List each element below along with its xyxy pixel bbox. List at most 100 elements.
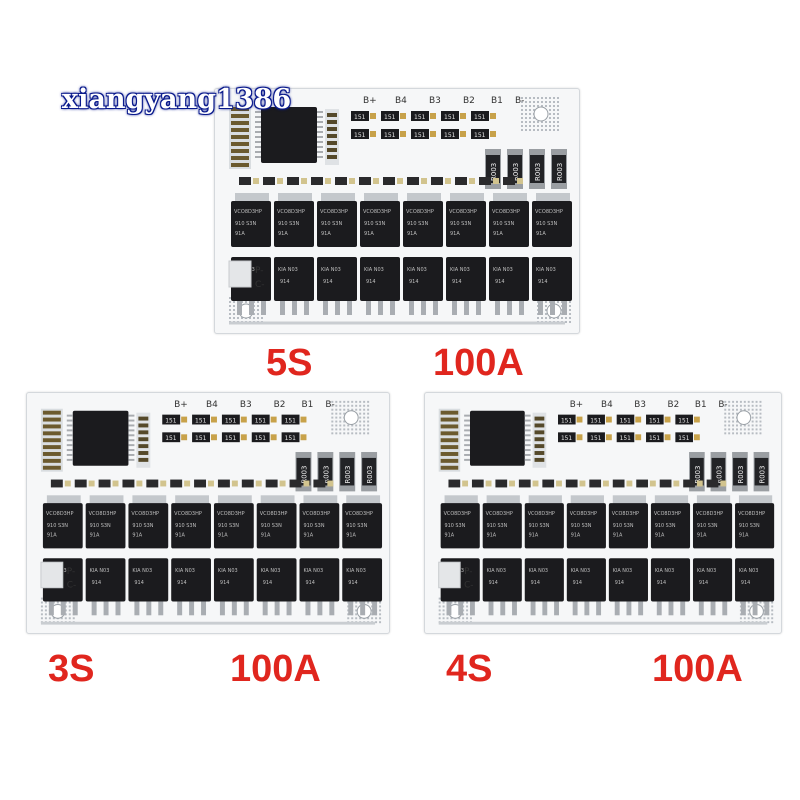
mosfet-lead: [347, 301, 352, 315]
smd-resistor: [231, 107, 249, 111]
terminal-label-b1: B1: [695, 400, 707, 410]
smd-resistor: [138, 437, 149, 442]
mosfet-marking: KIA N03: [536, 267, 556, 273]
mosfet-marking: 910 S3N: [132, 523, 153, 529]
mosfet-lead: [433, 301, 438, 315]
mosfet-marking: KIA N03: [697, 568, 716, 574]
mosfet-marking: 914: [134, 580, 143, 586]
ic-pin: [128, 419, 135, 422]
smd-pad: [240, 416, 247, 423]
mosfet-lead: [562, 301, 567, 315]
mosfet-marking: VCO8D3HP: [492, 209, 520, 215]
output-label-c-minus: C-: [464, 581, 473, 591]
smd-capacitor: [646, 414, 664, 425]
smd-pad: [696, 480, 703, 487]
smd-capacitor: [441, 129, 459, 139]
smd-pad: [253, 178, 259, 184]
mosfet-marking: VCO8D3HP: [302, 511, 330, 517]
mosfet-marking: VCO8D3HP: [174, 511, 202, 517]
smd-pad: [576, 434, 583, 441]
mosfet-lead: [458, 601, 464, 616]
shunt-marking: R003: [490, 163, 498, 181]
mosfet-bottom: [692, 558, 733, 602]
mosfet-lead: [158, 601, 164, 616]
mosfet-marking: 914: [573, 580, 582, 586]
mosfet-lead: [614, 601, 620, 616]
mosfet-marking: 910 S3N: [655, 523, 676, 529]
terminal-label-bplus: B+: [570, 400, 583, 410]
mosfet-tab: [346, 495, 381, 506]
mosfet-top: [692, 503, 733, 549]
mosfet-marking: 91A: [90, 533, 100, 539]
mosfet-marking: 914: [348, 580, 357, 586]
smd-capacitor: [221, 414, 240, 425]
mosfet-marking: VCO8D3HP: [444, 511, 471, 517]
smd-diode: [287, 177, 299, 185]
mosfet-tab: [444, 495, 478, 506]
mosfet-bottom: [735, 558, 775, 602]
mosfet-lead: [274, 601, 280, 616]
smd-resistor: [534, 444, 545, 449]
smd-diode: [636, 479, 648, 488]
capacitor-marking: 151: [165, 418, 177, 425]
mosfet-lead: [596, 601, 602, 616]
mosfet-tab: [260, 495, 295, 506]
capacitor-marking: 151: [414, 114, 426, 121]
via-grid: [521, 97, 559, 131]
capacitor-marking: 151: [384, 132, 396, 139]
mosfet-top: [532, 201, 572, 247]
mosfet-marking: 91A: [739, 533, 749, 539]
ic-pin: [255, 151, 261, 153]
mosfet-tab: [235, 193, 269, 203]
mosfet-lead: [201, 601, 207, 616]
mosfet-lead: [626, 601, 632, 616]
smd-pad: [635, 434, 642, 441]
mosfet-marking: 914: [280, 279, 290, 285]
mosfet-marking: 91A: [346, 533, 356, 539]
bms-ic-chip: [469, 410, 525, 466]
smd-diode: [683, 479, 695, 488]
smd-pad: [576, 416, 583, 423]
ic-pin: [255, 136, 261, 138]
mosfet-top: [524, 503, 564, 549]
shunt-resistor: [733, 457, 747, 486]
ic-pin: [464, 429, 470, 432]
mosfet-marking: 910 S3N: [218, 523, 239, 529]
mosfet-top: [566, 503, 606, 549]
smd-resistor: [327, 155, 337, 159]
mosfet-bottom: [360, 257, 400, 301]
via-grid: [331, 400, 370, 435]
mosfet-bottom: [482, 558, 522, 602]
smd-diode: [407, 177, 419, 185]
smd-resistor: [138, 457, 149, 462]
smd-capacitor: [281, 432, 300, 443]
smd-capacitor: [587, 432, 605, 443]
smd-capacitor: [251, 414, 270, 425]
ic-pin: [66, 419, 73, 422]
smd-resistor: [534, 430, 545, 435]
capacitor-marking: 151: [285, 418, 297, 425]
mosfet-top: [299, 503, 340, 549]
mosfet-marking: 910 S3N: [450, 221, 471, 227]
mosfet-tab: [46, 495, 81, 506]
mosfet-marking: KIA N03: [655, 568, 674, 574]
watermark-text: xiangyang1386: [62, 84, 292, 115]
mosfet-marking: 910 S3N: [613, 523, 634, 529]
smd-diode: [359, 177, 371, 185]
smd-pad: [279, 480, 286, 487]
smd-pad: [556, 480, 562, 487]
ic-pin: [317, 111, 323, 113]
smd-pad: [303, 480, 310, 487]
mosfet-marking: 910 S3N: [47, 523, 68, 529]
ic-pin: [464, 453, 470, 456]
ic-pin: [128, 429, 135, 432]
ic-pin: [464, 424, 470, 427]
smd-pad: [300, 434, 307, 441]
ic-pin: [524, 449, 531, 452]
ic-pin: [464, 419, 470, 422]
smd-diode: [74, 479, 87, 488]
mosfet-top: [360, 201, 400, 247]
terminal-label-bminus: B-: [325, 400, 334, 410]
mosfet-bottom: [299, 558, 340, 602]
